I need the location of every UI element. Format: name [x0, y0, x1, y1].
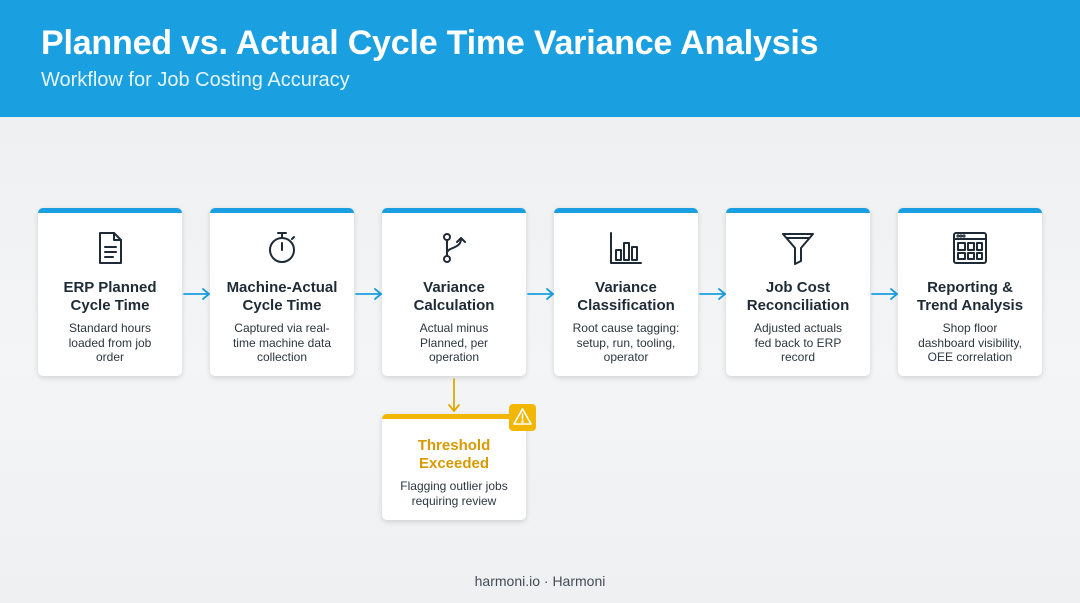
stopwatch-icon [264, 230, 300, 266]
document-icon [92, 230, 128, 266]
flow-arrow [354, 287, 384, 301]
header-banner: Planned vs. Actual Cycle Time Variance A… [0, 0, 1080, 117]
branch-arrow-down [447, 378, 461, 414]
flow-arrow [870, 287, 900, 301]
bar-chart-icon [608, 230, 644, 266]
step-title: Reporting &Trend Analysis [916, 279, 1024, 314]
footer-credit: harmoni.io · Harmoni [474, 573, 606, 589]
branch-icon [436, 230, 472, 266]
flow-arrow [698, 287, 728, 301]
page-subtitle: Workflow for Job Costing Accuracy [41, 69, 350, 91]
dashboard-icon [952, 230, 988, 266]
page-title: Planned vs. Actual Cycle Time Variance A… [41, 24, 819, 62]
funnel-icon [780, 230, 816, 266]
step-description: Root cause tagging:setup, run, tooling,o… [572, 321, 680, 364]
flow-arrow [182, 287, 212, 301]
flow-arrow [526, 287, 556, 301]
warning-icon [509, 404, 536, 431]
